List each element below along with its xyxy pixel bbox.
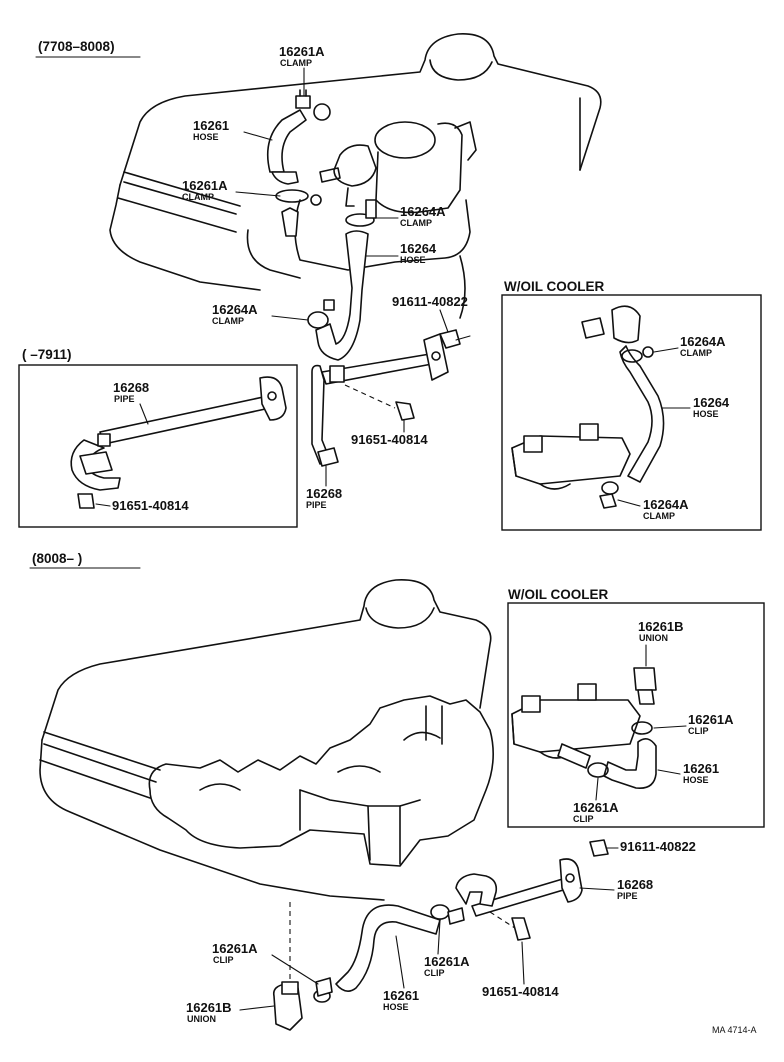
sublabel-16261-lower: HOSE <box>383 1002 409 1012</box>
sublabel-oc2-16261: HOSE <box>683 775 709 785</box>
label-16261: 16261 <box>193 118 229 133</box>
lower-hose-assembly <box>272 839 609 1031</box>
upper-hose-16261 <box>266 89 331 237</box>
sublabel-16261a-mid-lower: CLIP <box>424 968 445 978</box>
label-16261a-mid-lower: 16261A <box>424 954 470 969</box>
label-16261-lower: 16261 <box>383 988 419 1003</box>
sublabel-16261b-lower: UNION <box>187 1014 216 1024</box>
label-16261a-left-lower: 16261A <box>212 941 258 956</box>
label-16261a-mid: 16261A <box>182 178 228 193</box>
label-16268-lower: 16268 <box>617 877 653 892</box>
leader-91651-inset <box>95 503 111 507</box>
leader-16261a-left-lower <box>271 954 319 985</box>
label-91651-lower: 91651-40814 <box>482 984 559 999</box>
label-16268-inset: 16268 <box>113 380 149 395</box>
inset-oil-cooler-bottom-frame <box>507 602 765 828</box>
label-91651-inset: 91651-40814 <box>112 498 189 513</box>
label-oc2-16261: 16261 <box>683 761 719 776</box>
leader-oc1-16264a-top <box>653 347 679 353</box>
upper-engine-outline <box>109 33 602 319</box>
leader-oc2-16261a-right <box>653 725 687 729</box>
label-oc1-16264a-top: 16264A <box>680 334 726 349</box>
sublabel-16261a-left-lower: CLIP <box>213 955 234 965</box>
label-16261b-lower: 16261B <box>186 1000 232 1015</box>
label-16264a-left: 16264A <box>212 302 258 317</box>
upper-pipe-16268 <box>311 329 471 467</box>
inset-left-pipe <box>70 376 287 509</box>
inset-oil-cooler-top-frame <box>501 294 762 531</box>
leader-oc2-16261 <box>657 769 681 775</box>
leader-oc1-16264a-bot <box>617 499 641 507</box>
sublabel-oc1-16264: HOSE <box>693 409 719 419</box>
inset-oil-cooler-top-header: W/OIL COOLER <box>504 279 604 294</box>
sublabel-16268-upper: PIPE <box>306 500 327 510</box>
label-91651-upper: 91651-40814 <box>351 432 428 447</box>
leader-16261-lower <box>395 935 405 989</box>
leader-91651-lower <box>521 941 525 985</box>
lower-engine-outline <box>39 579 494 901</box>
leader-16261a-mid-lower <box>437 919 441 955</box>
sublabel-16261: HOSE <box>193 132 219 142</box>
sublabel-16268-lower: PIPE <box>617 891 638 901</box>
label-oc2-16261b: 16261B <box>638 619 684 634</box>
sublabel-16268-inset: PIPE <box>114 394 135 404</box>
label-oc2-16261a-right: 16261A <box>688 712 734 727</box>
sublabel-16261a-mid: CLAMP <box>182 192 214 202</box>
sublabel-16264: HOSE <box>400 255 426 265</box>
label-oc1-16264: 16264 <box>693 395 730 410</box>
reference-code: MA 4714-A <box>712 1025 757 1035</box>
leader-16261 <box>243 131 273 141</box>
section-header-lower: (8008– ) <box>32 551 82 566</box>
inset-left-frame <box>18 364 298 528</box>
label-oc2-16261a-bot: 16261A <box>573 800 619 815</box>
leader-16261a-mid <box>235 191 281 197</box>
section-header-upper: (7708–8008) <box>38 39 115 54</box>
oil-cooler-top-drawing <box>511 305 665 509</box>
sublabel-oc1-16264a-bot: CLAMP <box>643 511 675 521</box>
sublabel-oc2-16261a-right: CLIP <box>688 726 709 736</box>
label-oc1-16264a-bot: 16264A <box>643 497 689 512</box>
sublabel-oc1-16264a-top: CLAMP <box>680 348 712 358</box>
label-91611-lower: 91611-40822 <box>620 839 696 854</box>
inset-oil-cooler-bottom-header: W/OIL COOLER <box>508 587 608 602</box>
sublabel-oc2-16261a-bot: CLIP <box>573 814 594 824</box>
leader-16268-lower <box>579 887 615 891</box>
leader-16261b-lower <box>239 1005 275 1011</box>
leader-oc2-16261a-bot <box>595 777 599 801</box>
sublabel-16261a-top: CLAMP <box>280 58 312 68</box>
label-16261a-top: 16261A <box>279 44 325 59</box>
oil-cooler-bottom-drawing <box>511 667 657 790</box>
sublabel-oc2-16261b: UNION <box>639 633 668 643</box>
label-16264: 16264 <box>400 241 437 256</box>
leader-16264a-left <box>271 315 309 321</box>
label-16264a-right: 16264A <box>400 204 446 219</box>
inset-left-header: ( –7911) <box>22 347 72 362</box>
sublabel-16264a-left: CLAMP <box>212 316 244 326</box>
sublabel-16264a-right: CLAMP <box>400 218 432 228</box>
label-16268-upper: 16268 <box>306 486 342 501</box>
label-91611-upper: 91611-40822 <box>392 294 468 309</box>
leader-16268-inset <box>139 403 149 425</box>
upper-hose-16264 <box>307 199 377 361</box>
leader-91611-upper <box>439 309 449 333</box>
